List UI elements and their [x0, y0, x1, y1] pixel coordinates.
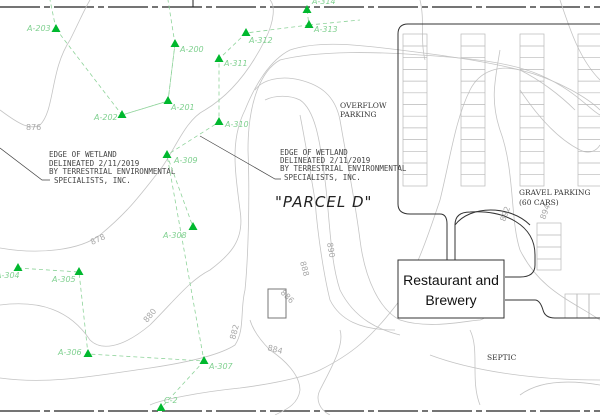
wetland-flag-label: C-2	[164, 396, 178, 405]
parking-row	[460, 33, 486, 187]
wetland-flag-icon	[170, 39, 180, 47]
wetland-flag-label: A-313	[313, 25, 338, 34]
wetland-flag-label: A-200	[179, 45, 204, 54]
note-line: BY TERRESTRIAL ENVIRONMENTAL	[280, 164, 407, 173]
note-line: SPECIALISTS, INC.	[54, 176, 131, 185]
note-line: DELINEATED 2/11/2019	[280, 156, 370, 165]
wetland-line	[308, 19, 361, 26]
wetland-line	[160, 360, 205, 409]
wetland-flag-icon	[51, 24, 61, 32]
wetland-line	[245, 24, 310, 34]
parking-stall	[576, 293, 590, 319]
overflow-parking-label: PARKING	[340, 110, 377, 119]
small-structure	[267, 288, 287, 319]
note-line: BY TERRESTRIAL ENVIRONMENTAL	[49, 167, 176, 176]
contour-label: 888	[298, 260, 311, 277]
wetland-flag-icon	[83, 349, 93, 357]
wetland-flag-label: A-201	[170, 103, 195, 112]
septic-label: SEPTIC	[487, 353, 517, 362]
wetland-line	[167, 43, 176, 102]
overflow-parking-label: OVERFLOW	[340, 101, 387, 110]
restaurant-brewery-building	[397, 259, 505, 319]
wetland-flag-icon	[188, 222, 198, 230]
wetland-line	[167, 0, 176, 45]
contour-label: 884	[266, 343, 283, 356]
gravel-parking-label: (60 CARS)	[519, 198, 559, 207]
wetland-flag-icon	[302, 5, 312, 13]
wetland-flag-icon	[241, 28, 251, 36]
wetland-flag-label: A-308	[162, 231, 187, 240]
contour-label: 892	[498, 205, 512, 222]
parking-lot-edge	[397, 23, 600, 319]
wetland-flag-icon	[13, 263, 23, 271]
wetland-flag-icon	[117, 110, 127, 118]
wetland-flag-label: A-306	[57, 348, 82, 357]
wetland-flag-label: A-305	[51, 275, 76, 284]
contour-label: 890	[325, 242, 337, 259]
note-line: DELINEATED 2/11/2019	[49, 159, 139, 168]
parking-row	[519, 33, 545, 187]
wetland-flag-icon	[214, 54, 224, 62]
note-line: EDGE OF WETLAND	[49, 150, 117, 159]
building-label: Brewery	[425, 292, 476, 308]
wetland-line	[121, 100, 169, 116]
contour-label: 886	[279, 288, 296, 305]
wetland-flag-label: A-309	[173, 156, 198, 165]
wetland-line	[17, 154, 205, 362]
wetland-flag-icon	[162, 150, 172, 158]
wetland-flag-icon	[156, 403, 166, 411]
wetland-flag-label: A-310	[224, 120, 249, 129]
parking-stall	[564, 293, 578, 319]
wetland-flag-icon	[304, 20, 314, 28]
contour-label: 882	[228, 323, 241, 340]
gravel-parking-label: GRAVEL PARKING	[519, 188, 590, 197]
parking-row	[402, 33, 428, 187]
wetland-flag-icon	[163, 96, 173, 104]
parcel-label: "PARCEL D"	[275, 193, 372, 211]
wetland-flag-label: A-314	[311, 0, 336, 6]
parking-row	[577, 33, 600, 187]
wetland-flag-label: A-304	[0, 271, 20, 280]
wetland-flag-label: A-311	[223, 59, 248, 68]
wetland-flag-label: A-307	[208, 362, 234, 371]
wetland-flag-icon	[199, 356, 209, 364]
wetland-line	[49, 0, 57, 30]
building-label: Restaurant and	[403, 272, 499, 288]
contour-label: 880	[142, 307, 159, 324]
note-line: SPECIALISTS, INC.	[284, 173, 361, 182]
wetland-flag-icon	[74, 267, 84, 275]
wetland-flag-label: A-202	[93, 113, 118, 122]
contour-label: 878	[89, 232, 107, 247]
parking-row	[536, 222, 562, 271]
wetland-flag-label: A-312	[248, 36, 273, 45]
note-line: EDGE OF WETLAND	[280, 148, 348, 157]
contour-label: 876	[26, 123, 41, 132]
driveway-arc	[454, 209, 531, 226]
wetland-note-right: EDGE OF WETLAND DELINEATED 2/11/2019 BY …	[199, 135, 407, 182]
wetland-note-left: EDGE OF WETLAND DELINEATED 2/11/2019 BY …	[0, 147, 176, 185]
wetland-flag-label: A-203	[26, 24, 51, 33]
wetland-flag-icon	[214, 117, 224, 125]
wetland-line	[55, 28, 176, 116]
